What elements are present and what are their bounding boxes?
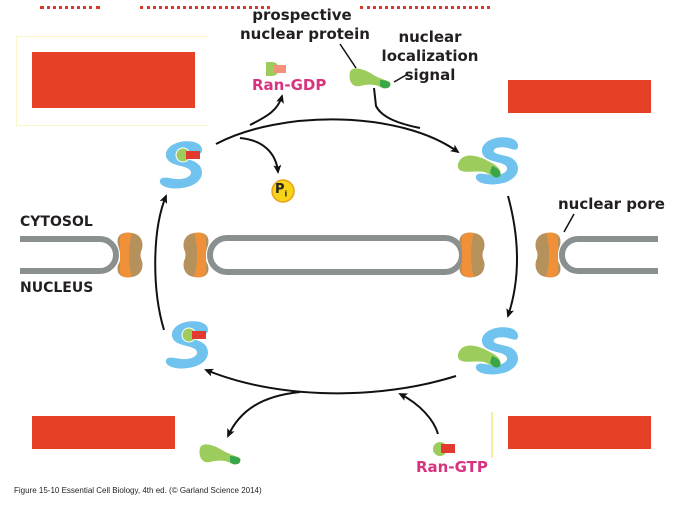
arrow-bottom — [204, 368, 457, 395]
nuclear-pore-label: nuclear pore — [558, 195, 665, 213]
redaction-box-top-right — [508, 80, 651, 113]
nuclear-pore-pointer — [563, 213, 575, 233]
nucleus-label: NUCLEUS — [20, 280, 94, 296]
arrow-right-down — [506, 195, 518, 318]
prospective-pointer — [339, 43, 357, 69]
redaction-box-bottom-right — [508, 416, 651, 449]
prospective-nuclear-protein-label: prospective nuclear protein — [240, 6, 370, 44]
phosphate-label: Pi — [275, 182, 287, 199]
arrow-top — [215, 118, 460, 154]
ran-gdp-label: Ran-GDP — [252, 76, 327, 94]
prospective-line-1: prospective — [252, 6, 352, 24]
nls-line-2: localization — [381, 47, 479, 65]
figure-caption: Figure 15-10 Essential Cell Biology, 4th… — [14, 486, 262, 495]
importin-ran-gtp-complex-bottom — [165, 321, 208, 369]
frame-top-left — [16, 36, 209, 126]
title-decoration-left — [40, 0, 100, 9]
phosphate-icon — [271, 179, 295, 203]
nls-line-1: nuclear — [398, 28, 462, 46]
cytosol-label: CYTOSOL — [20, 214, 93, 230]
importin-cargo-complex-bottom — [457, 327, 518, 375]
arrow-to-pi — [239, 137, 282, 174]
nuclear-pore-1 — [117, 232, 143, 278]
title-decoration-right — [360, 0, 490, 9]
nuclear-envelope-right — [559, 236, 658, 274]
ran-gtp-icon — [433, 442, 455, 456]
ran-gdp-icon — [266, 62, 286, 76]
redaction-box-top-left — [32, 52, 195, 108]
nls-pointer — [393, 73, 409, 83]
importin-ran-gtp-complex-top — [159, 141, 202, 189]
nls-line-3: signal — [404, 66, 456, 84]
phosphate-label-p: P — [275, 182, 285, 197]
arrow-left-up — [154, 194, 168, 331]
redaction-box-bottom-left — [32, 416, 175, 449]
prospective-line-2: nuclear protein — [240, 25, 370, 43]
nuclear-localization-signal-label: nuclear localization signal — [380, 28, 480, 85]
phosphate-label-sub: i — [284, 189, 288, 199]
nuclear-pore-4 — [535, 232, 561, 278]
arrow-to-free-cargo — [227, 391, 301, 438]
importin-cargo-complex-top — [457, 137, 518, 185]
arrow-from-ran-gtp — [398, 393, 439, 435]
arrow-from-cargo — [373, 87, 421, 129]
title-decoration-center — [140, 0, 270, 9]
nuclear-envelope-center — [207, 235, 465, 275]
nuclear-envelope-left — [20, 236, 119, 274]
nuclear-pore-3 — [459, 232, 485, 278]
ran-gtp-label: Ran-GTP — [416, 458, 488, 476]
arrow-to-ran-gdp — [249, 94, 284, 126]
released-nuclear-protein — [199, 444, 241, 465]
prospective-nuclear-protein — [349, 68, 391, 89]
nuclear-pore-2 — [183, 232, 209, 278]
frame-bottom-right — [491, 412, 493, 458]
